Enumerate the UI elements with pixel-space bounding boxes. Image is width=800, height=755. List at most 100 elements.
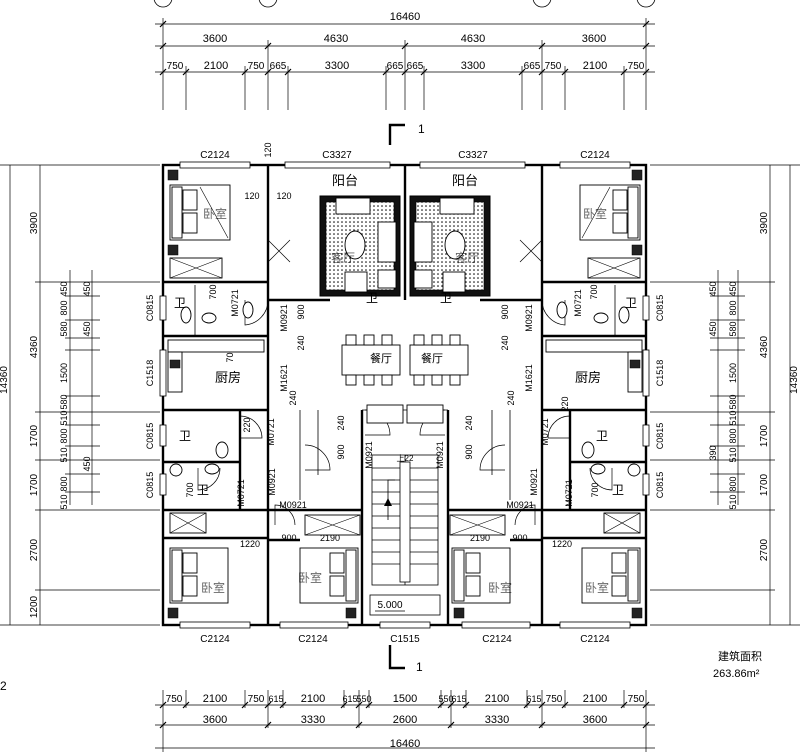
door-label: M0921 [267,468,277,496]
door-label: M1621 [279,364,289,392]
right-small-dim: 510 [728,410,738,425]
interior-dim: 700 [589,284,599,299]
room-label-kitchen: 厨房 [215,370,241,386]
cabinet [406,404,444,424]
right-dim: 2700 [759,538,770,561]
right-small-dim: 580 [728,394,738,409]
interior-dim: 120 [263,142,273,157]
footnote-mark: 2 [0,679,7,693]
interior-dim: 700 [185,482,195,497]
window-label: C0815 [145,423,155,450]
window-label: C0815 [655,472,665,499]
right-small-dim: 510 [728,494,738,509]
bottom-subdim: 2100 [203,693,227,705]
left-small-dim: 580 [59,321,69,336]
window-label: C2124 [580,150,610,161]
window-label: C0815 [145,295,155,322]
bed [451,547,511,619]
room-label-dining: 餐厅 [421,351,443,365]
section-mark-label: 1 [416,660,423,674]
bed [167,169,231,256]
bath-fixtures [169,301,641,477]
room-label-dining: 餐厅 [370,351,392,365]
top-subdim: 750 [248,61,265,72]
axis-bubble [153,0,173,8]
bottom-subdim: 750 [248,694,265,705]
axis-bubble [532,0,552,8]
left-small-dim: 1500 [59,363,69,383]
door-label: M0921 [506,500,534,510]
door-label: M0921 [435,441,445,469]
axis-bubble [258,0,278,8]
right-small-dim: 450 [708,281,718,296]
bottom-subdim: 615 [526,694,541,704]
overall-dim-bottom: 16460 [390,738,421,750]
bottom-subdim: 750 [546,694,563,705]
room-label-bedroom: 卧室 [583,206,607,221]
window-label: C2124 [482,634,512,645]
room-label-bath: 卫 [366,291,378,305]
top-subdim: 665 [524,61,541,72]
window-label: C1518 [145,360,155,387]
windows: C2124 C3327 C3327 C2124 C2124 C2124 C151… [145,150,665,645]
door-label: M0921 [364,441,374,469]
bed [299,547,359,619]
right-dim: 1700 [759,424,770,447]
left-dim: 1700 [29,424,40,447]
building-walls [161,163,648,627]
interior-dim: 900 [336,444,346,459]
left-dim: 1700 [29,473,40,496]
window-label: C0815 [145,472,155,499]
room-label-kitchen: 厨房 [575,370,601,386]
section-mark-top: 1 [388,122,425,145]
bottom-subdim: 2100 [485,693,509,705]
room-label-bath: 卫 [440,291,452,305]
left-small-dim: 450 [82,281,92,296]
left-small-dim: 450 [82,321,92,336]
section-mark-label: 1 [418,122,425,136]
interior-dim: 1220 [240,539,260,549]
left-small-dim: 510 [59,410,69,425]
left-dim-total: 14360 [0,366,10,394]
dining-table [409,334,469,386]
interior-dim: 2190 [470,533,490,543]
room-label-bath: 卫 [197,483,209,497]
top-subdim: 750 [167,61,184,72]
door-label: M0921 [279,500,307,510]
bed [167,547,229,619]
right-dim: 1700 [759,473,770,496]
right-small-dim: 800 [728,476,738,491]
section-mark-bottom: 1 [388,645,423,674]
bottom-subdim: 1500 [393,693,417,705]
top-subdim: 750 [545,61,562,72]
right-small-dim: 1500 [728,363,738,383]
right-small-dim: 450 [708,321,718,336]
room-label-bath: 卫 [596,429,608,443]
sofa-set [319,195,401,297]
room-label-living: 客厅 [455,250,479,265]
window-label: C1515 [390,634,420,645]
interior-dim: 2190 [320,533,340,543]
interior-dim: 900 [464,444,474,459]
left-dim: 4360 [29,335,40,358]
top-subdim: 3300 [461,60,485,72]
interior-dim: 240 [288,390,298,405]
interior-dim: 240 [506,390,516,405]
bottom-subdim: 2100 [301,693,325,705]
left-small-dim: 580 [59,394,69,409]
window-label: C3327 [458,150,488,161]
stair-label: 上22 [397,454,414,463]
top-subdim: 2100 [204,60,228,72]
overall-dim-top: 16460 [390,11,421,23]
interior-dim: 240 [500,335,510,350]
room-labels: 阳台 阳台 卧室 卧室 客厅 客厅 卫 卫 卫 卫 厨房 厨房 餐厅 餐厅 卫 … [174,174,637,595]
bottom-subdim: 550 [438,694,453,704]
right-dimension-block: 3900 4360 1700 1700 2700 14360 450 450 8… [650,164,800,626]
left-small-dim: 800 [59,300,69,315]
window-label: C0815 [655,423,665,450]
interior-dim: 700 [225,347,235,362]
bottom-subdim: 615 [451,694,466,704]
kitchen-counter [167,339,265,393]
top-subdim: 665 [387,61,404,72]
